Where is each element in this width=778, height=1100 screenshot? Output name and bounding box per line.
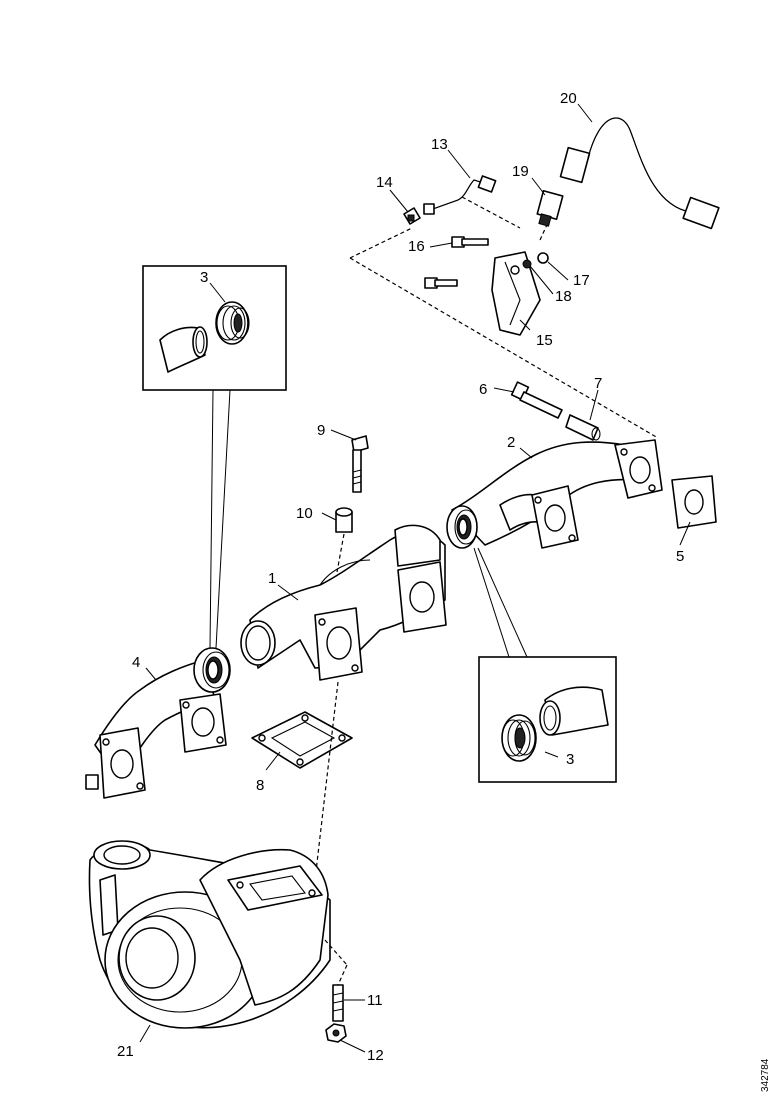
callout-15: 15 [536,332,553,349]
leader-lines [139,149,691,1053]
callout-8: 8 [256,777,264,794]
callout-18: 18 [555,288,572,305]
bolt-and-sleeve [510,381,601,441]
callout-11: 11 [367,992,383,1009]
seal-ring-icon [215,301,250,345]
sensor-assembly [349,103,720,439]
manifold-pipe-4 [85,647,231,799]
detail-box-seal-top [142,265,287,391]
callout-6: 6 [479,381,487,398]
callout-13: 13 [431,136,448,153]
gasket-5 [671,475,717,529]
bolt-and-spacer [335,435,369,573]
seal-ring-icon [501,714,537,762]
detail-box-seal-bottom [478,656,617,783]
callout-2: 2 [507,434,515,451]
callout-3-top: 3 [200,269,208,286]
callout-9: 9 [317,422,325,439]
callout-3-bottom: 3 [566,751,574,768]
callout-10: 10 [296,505,313,522]
manifold-pipe-2 [446,439,663,549]
callouts: 1 2 3 3 4 5 6 7 8 9 10 11 12 13 14 15 16… [117,90,684,1064]
callout-4: 4 [132,654,140,671]
callout-19: 19 [512,163,529,180]
callout-14: 14 [376,174,393,191]
manifold-center-1 [240,524,447,681]
gasket-8 [251,711,353,769]
callout-7: 7 [594,375,602,392]
callout-1: 1 [268,570,276,587]
callout-16: 16 [408,238,425,255]
callout-21: 21 [117,1043,134,1060]
turbocharger [88,840,348,1043]
callout-17: 17 [573,272,590,289]
callout-12: 12 [367,1047,384,1064]
callout-20: 20 [560,90,577,107]
reference-code: 342784 [760,1058,771,1092]
callout-5: 5 [676,548,684,565]
